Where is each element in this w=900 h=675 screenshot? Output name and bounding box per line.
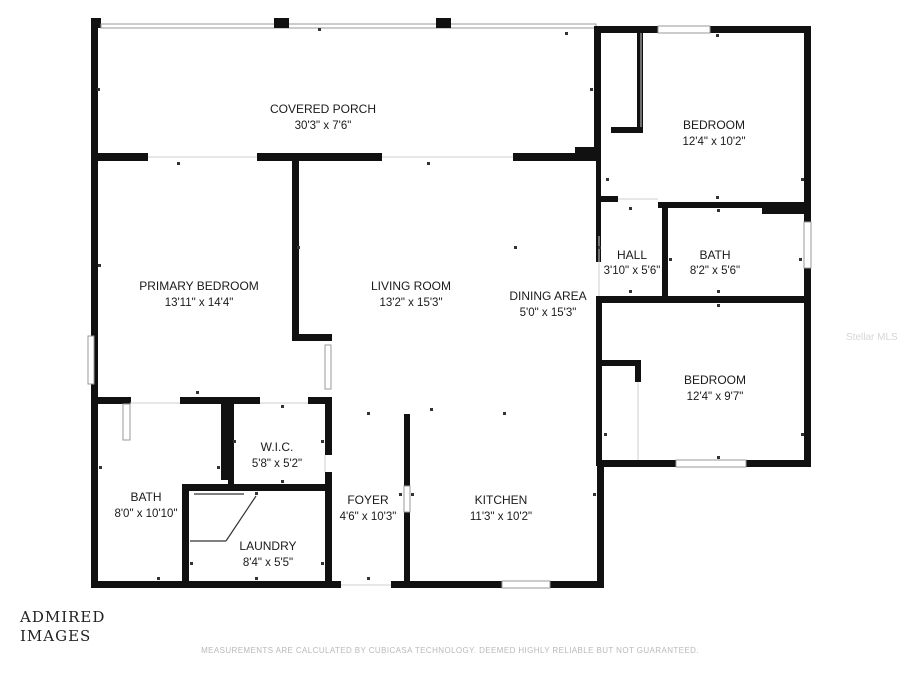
- bath-right-dims: 8'2" x 5'6": [690, 265, 740, 277]
- primary-bedroom-dims: 13'11" x 14'4": [165, 297, 234, 309]
- measurement-disclaimer: MEASUREMENTS ARE CALCULATED BY CUBICASA …: [201, 646, 699, 655]
- foyer-dims: 4'6" x 10'3": [340, 511, 397, 523]
- bath-left-dims: 8'0" x 10'10": [114, 508, 177, 520]
- living-room-dims: 13'2" x 15'3": [379, 297, 442, 309]
- bedroom-bottom-label: BEDROOM: [684, 373, 746, 387]
- laundry-label: LAUNDRY: [239, 539, 296, 553]
- kitchen-label: KITCHEN: [475, 493, 528, 507]
- living-room-label: LIVING ROOM: [371, 279, 451, 293]
- bath-left-label: BATH: [130, 490, 161, 504]
- bedroom-top-dims: 12'4" x 10'2": [682, 136, 745, 148]
- wic-dims: 5'8" x 5'2": [252, 458, 302, 470]
- kitchen-dims: 11'3" x 10'2": [470, 511, 532, 523]
- hall-label: HALL: [617, 248, 647, 262]
- laundry-dims: 8'4" x 5'5": [243, 557, 293, 569]
- room-labels: COVERED PORCH 30'3" x 7'6" BEDROOM 12'4"…: [114, 102, 746, 569]
- foyer-label: FOYER: [347, 493, 389, 507]
- dining-area-label: DINING AREA: [509, 289, 586, 303]
- dining-area-dims: 5'0" x 15'3": [520, 307, 577, 319]
- logo-line-1: ADMIRED: [20, 608, 106, 626]
- dimension-markers: [97, 28, 804, 580]
- bedroom-top-label: BEDROOM: [683, 118, 745, 132]
- laundry-fixtures: [190, 493, 257, 542]
- logo-line-2: IMAGES: [20, 627, 92, 645]
- covered-porch-dims: 30'3" x 7'6": [295, 120, 352, 132]
- primary-bedroom-label: PRIMARY BEDROOM: [139, 279, 259, 293]
- interior-walls: [91, 26, 811, 588]
- admired-images-logo: ADMIRED IMAGES: [20, 608, 110, 652]
- wic-label: W.I.C.: [261, 440, 294, 454]
- hall-dims: 3'10" x 5'6": [604, 265, 661, 277]
- covered-porch-label: COVERED PORCH: [270, 102, 376, 116]
- bath-right-label: BATH: [699, 248, 730, 262]
- bedroom-bottom-dims: 12'4" x 9'7": [687, 391, 744, 403]
- windows: [87, 33, 658, 586]
- mls-watermark: Stellar MLS: [846, 332, 898, 343]
